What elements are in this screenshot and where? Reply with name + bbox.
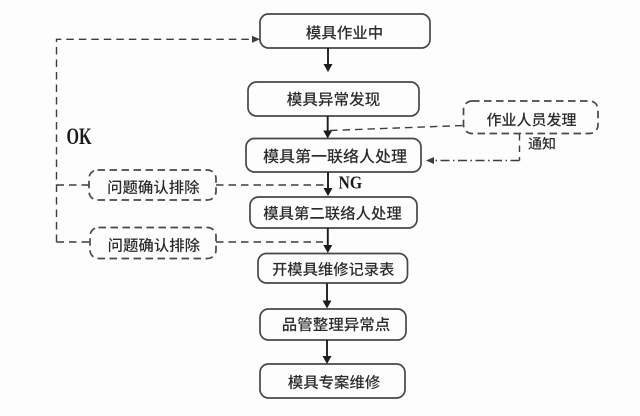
svg-text:OK: OK bbox=[67, 124, 92, 150]
svg-text:NG: NG bbox=[339, 173, 363, 193]
